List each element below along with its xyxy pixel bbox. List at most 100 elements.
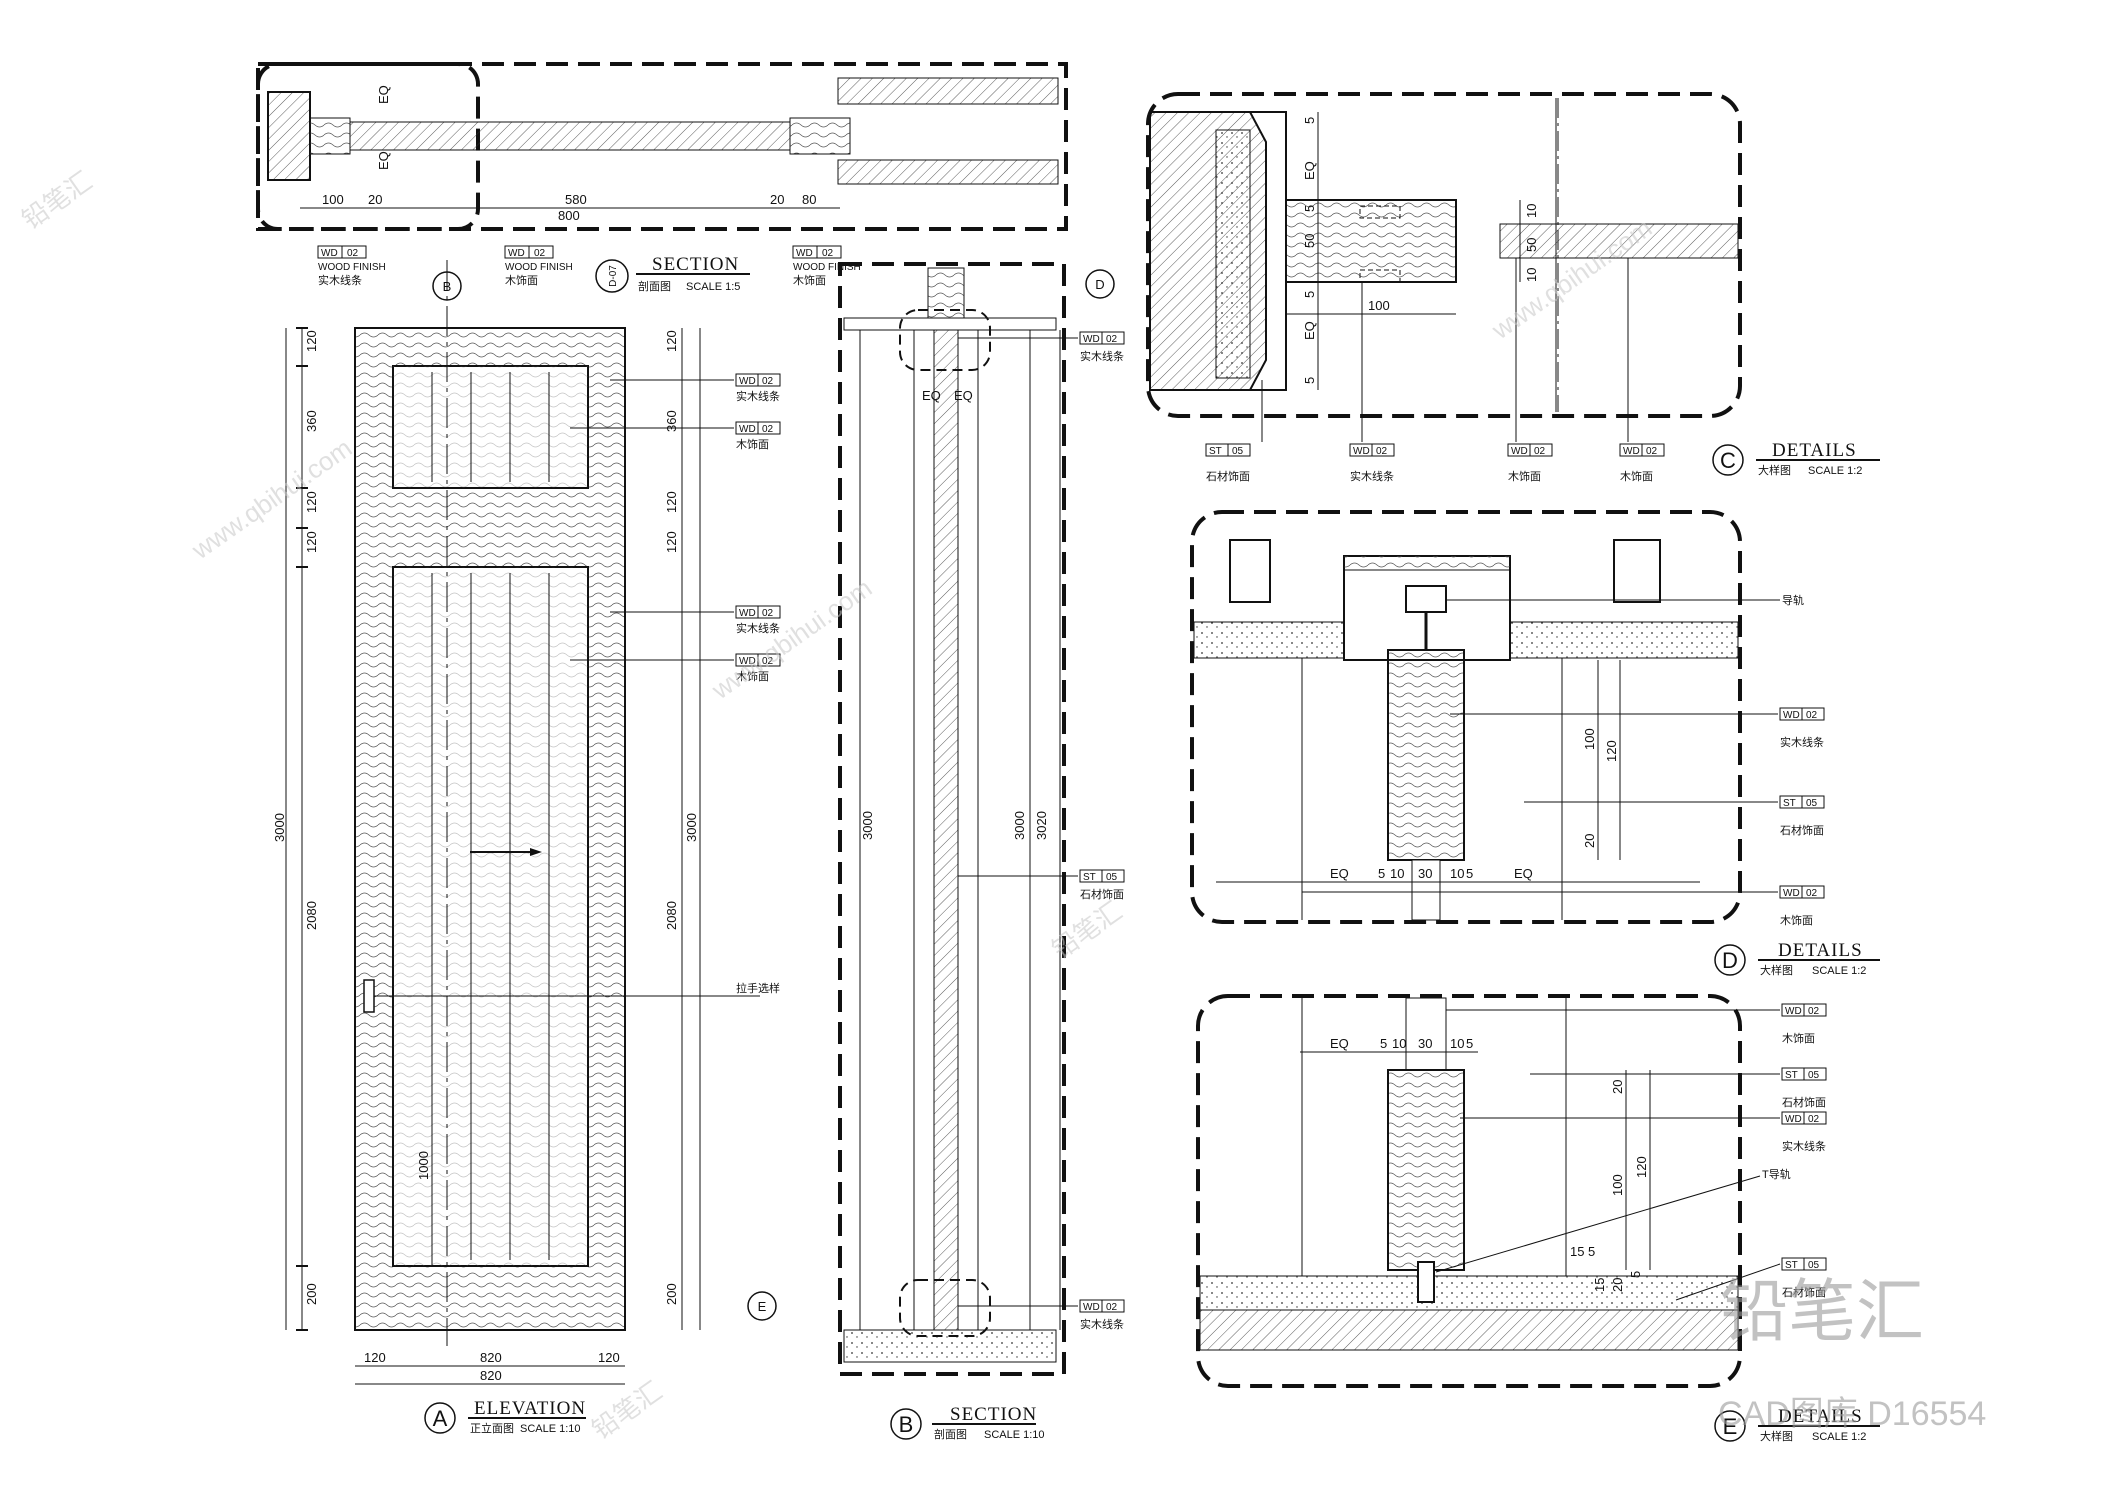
svg-text:02: 02 [762,424,774,435]
sheet-ref: D-07 [608,265,619,287]
svg-text:WOOD FINISH: WOOD FINISH [318,262,386,273]
svg-text:石材饰面: 石材饰面 [1782,1285,1826,1299]
svg-text:实木线条: 实木线条 [318,273,362,287]
svg-text:120: 120 [1604,740,1619,762]
svg-text:ST: ST [1083,872,1096,883]
svg-text:石材饰面: 石材饰面 [1080,887,1124,901]
svg-text:05: 05 [1808,1070,1820,1081]
details-e: EQ 5 10 30 10 5 20 100 120 15 5 15 20 5 … [1196,994,1880,1443]
svg-text:WD: WD [1083,1302,1100,1313]
svg-text:3000: 3000 [684,813,699,842]
svg-text:02: 02 [1376,446,1388,457]
svg-text:C: C [1720,448,1736,473]
handle-label: 拉手选样 [736,981,780,995]
svg-text:WOOD FINISH: WOOD FINISH [793,262,861,273]
svg-text:05: 05 [1232,446,1244,457]
svg-text:30: 30 [1418,1036,1432,1051]
svg-text:05: 05 [1806,798,1818,809]
svg-text:20: 20 [1610,1080,1625,1094]
svg-text:5: 5 [1302,117,1317,124]
svg-text:5: 5 [1302,205,1317,212]
svg-text:820: 820 [480,1368,502,1383]
svg-text:10: 10 [1392,1036,1406,1051]
svg-text:EQ: EQ [1330,866,1349,881]
rail-label: 导轨 [1782,593,1804,607]
svg-text:WD: WD [1785,1006,1802,1017]
svg-text:铅笔汇: 铅笔汇 [586,1376,667,1445]
svg-text:120: 120 [664,330,679,352]
svg-text:实木线条: 实木线条 [1080,349,1124,363]
svg-text:120: 120 [364,1350,386,1365]
svg-text:10: 10 [1390,866,1404,881]
svg-text:ST: ST [1785,1070,1798,1081]
svg-text:ST: ST [1785,1260,1798,1271]
svg-text:100: 100 [1368,298,1390,313]
svg-text:EQ: EQ [922,388,941,403]
svg-text:200: 200 [304,1283,319,1305]
view-subtitle: 大样图 [1758,463,1791,477]
svg-text:www.qbihui.com: www.qbihui.com [705,573,877,706]
eq-text: EQ [376,85,391,104]
view-scale: SCALE 1:10 [520,1423,581,1435]
dim-text: 80 [802,192,816,207]
svg-text:5: 5 [1466,1036,1473,1051]
svg-text:02: 02 [822,248,834,259]
svg-text:WD: WD [796,248,813,259]
svg-text:WD: WD [1785,1114,1802,1125]
svg-text:200: 200 [664,1283,679,1305]
svg-text:WD: WD [1511,446,1528,457]
detail-frame [1190,510,1742,924]
svg-text:02: 02 [1106,1302,1118,1313]
svg-text:木饰面: 木饰面 [1782,1031,1815,1045]
svg-text:05: 05 [1808,1260,1820,1271]
svg-text:木饰面: 木饰面 [1780,913,1813,927]
svg-text:5: 5 [1302,377,1317,384]
svg-text:15: 15 [1570,1244,1584,1259]
view-title: SECTION [950,1404,1037,1425]
svg-text:360: 360 [304,410,319,432]
callout-d [1085,269,1115,299]
svg-text:820: 820 [480,1350,502,1365]
svg-text:5: 5 [1302,291,1317,298]
svg-text:120: 120 [304,531,319,553]
svg-text:铅笔汇: 铅笔汇 [1046,896,1127,965]
svg-text:实木线条: 实木线条 [1782,1139,1826,1153]
svg-text:50: 50 [1302,234,1317,248]
svg-text:2080: 2080 [304,901,319,930]
section-marker-b [432,271,462,301]
view-subtitle: 剖面图 [638,279,671,293]
svg-text:www.qbihui.com: www.qbihui.com [185,433,357,566]
view-marker-d [1714,944,1746,976]
dim-text: 580 [565,192,587,207]
svg-text:05: 05 [1106,872,1118,883]
svg-text:实木线条: 实木线条 [1350,469,1394,483]
svg-text:2080: 2080 [664,901,679,930]
svg-text:02: 02 [762,656,774,667]
view-scale: SCALE 1:5 [686,281,740,293]
dim-text: 20 [368,192,382,207]
svg-text:20: 20 [1582,834,1597,848]
svg-text:B: B [443,279,452,294]
view-marker-b [890,1408,922,1440]
footer-watermark: 铅笔汇 [1720,1274,1924,1350]
view-title: DETAILS [1778,1406,1863,1427]
svg-text:木饰面: 木饰面 [736,669,769,683]
svg-text:石材饰面: 石材饰面 [1780,823,1824,837]
svg-text:360: 360 [664,410,679,432]
svg-text:WD: WD [1353,446,1370,457]
dim-text: 20 [770,192,784,207]
svg-text:EQ: EQ [1330,1036,1349,1051]
svg-text:100: 100 [1610,1174,1625,1196]
view-subtitle: 正立面图 [470,1421,514,1435]
